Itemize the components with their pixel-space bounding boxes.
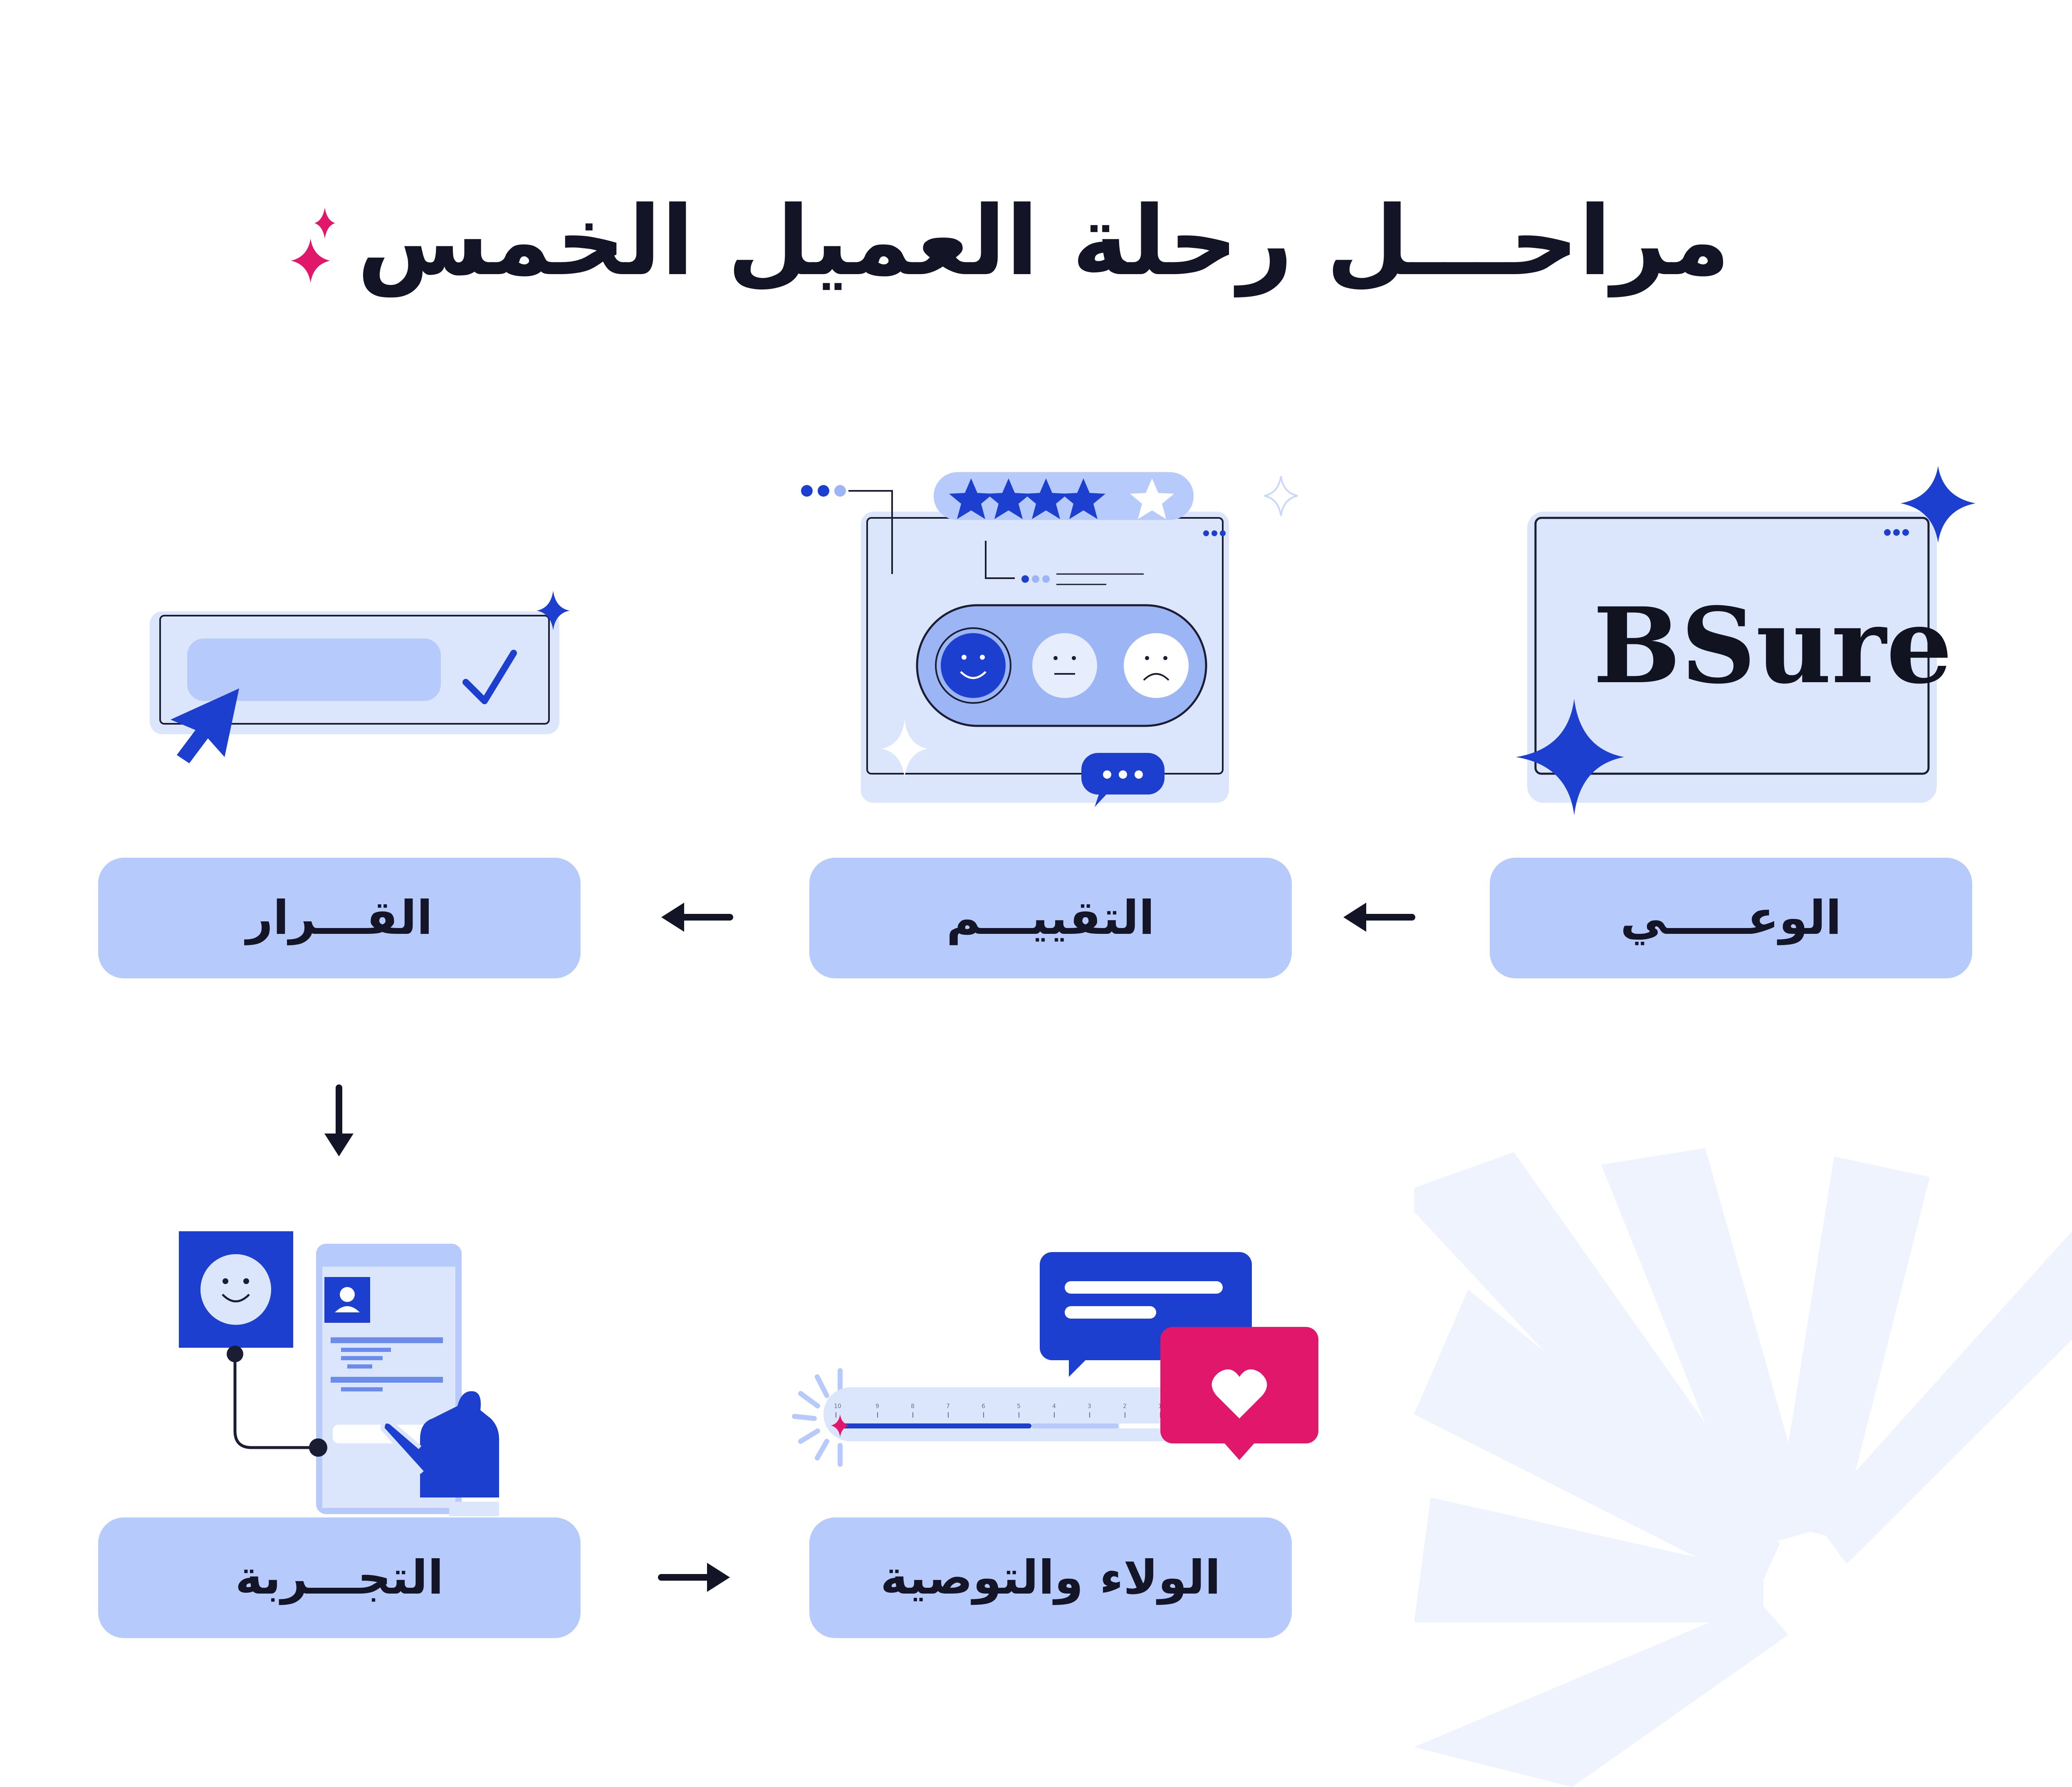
sparkle-icon	[1901, 466, 1976, 543]
svg-text:4: 4	[1052, 1403, 1056, 1410]
stage-label: التقييـــم	[946, 891, 1155, 945]
svg-text:2: 2	[1123, 1403, 1127, 1410]
evaluation-illustration	[801, 472, 1298, 807]
stage-label: التجـــربة	[235, 1551, 444, 1605]
user-icon	[335, 1287, 360, 1312]
rating-stars	[949, 478, 1174, 519]
sparkle-icon	[882, 720, 927, 778]
star-icon	[1024, 478, 1068, 519]
neutral-face-icon	[1032, 633, 1097, 698]
stage-label: الوعـــــي	[1620, 891, 1842, 945]
svg-text:5: 5	[1017, 1403, 1021, 1410]
title-row: مراحـــل رحلة العميل الخمس	[291, 158, 1730, 324]
stage-experience: التجـــربة	[98, 1517, 581, 1638]
stage-label: القـــرار	[246, 891, 433, 945]
smiley-icon	[200, 1254, 271, 1325]
cursor-icon	[171, 688, 239, 763]
svg-text:6: 6	[982, 1403, 985, 1410]
stage-evaluation: التقييـــم	[809, 858, 1292, 978]
heart-icon	[1160, 1327, 1318, 1460]
svg-text:9: 9	[875, 1403, 879, 1410]
sparkle-icon	[1516, 699, 1624, 815]
brand-logo: BSure	[1593, 584, 1952, 707]
star-icon	[1061, 478, 1105, 519]
arrow-down-icon	[324, 1084, 354, 1156]
page-title: مراحـــل رحلة العميل الخمس	[357, 186, 1730, 297]
stage-loyalty: الولاء والتوصية	[809, 1517, 1292, 1638]
svg-text:1: 1	[1158, 1403, 1162, 1410]
arrow-right-icon	[658, 1563, 730, 1592]
sparkle-icon	[537, 591, 570, 630]
stage-decision: القـــرار	[98, 858, 581, 978]
nps-scale-ticks: 10 9 8 7 6 5 4 3 2 1	[834, 1403, 1162, 1410]
checkmark-icon	[462, 650, 517, 704]
star-icon	[987, 478, 1031, 519]
sad-face-icon	[1124, 633, 1189, 698]
stage-label: الولاء والتوصية	[880, 1551, 1221, 1605]
star-icon	[949, 478, 993, 519]
background-burst-decoration	[1414, 1148, 2072, 1787]
svg-text:8: 8	[911, 1403, 915, 1410]
svg-text:7: 7	[946, 1403, 950, 1410]
decision-illustration	[150, 591, 570, 763]
sparkle-icon	[291, 208, 335, 283]
svg-text:10: 10	[834, 1403, 841, 1410]
arrow-left-icon	[661, 903, 733, 932]
experience-illustration	[179, 1231, 499, 1516]
chat-icon	[1081, 753, 1165, 807]
star-icon	[1130, 478, 1174, 519]
awareness-illustration: BSure	[1516, 466, 1976, 815]
stage-awareness: الوعـــــي	[1490, 858, 1972, 978]
smiley-icon	[935, 627, 1011, 704]
svg-text:3: 3	[1088, 1403, 1091, 1410]
loyalty-illustration: 10 9 8 7 6 5 4 3 2 1	[792, 1252, 1318, 1467]
sparkle-icon	[1264, 476, 1298, 516]
sparkle-icon	[831, 1414, 849, 1437]
hand-icon	[420, 1391, 499, 1497]
arrow-left-icon	[1343, 903, 1415, 932]
